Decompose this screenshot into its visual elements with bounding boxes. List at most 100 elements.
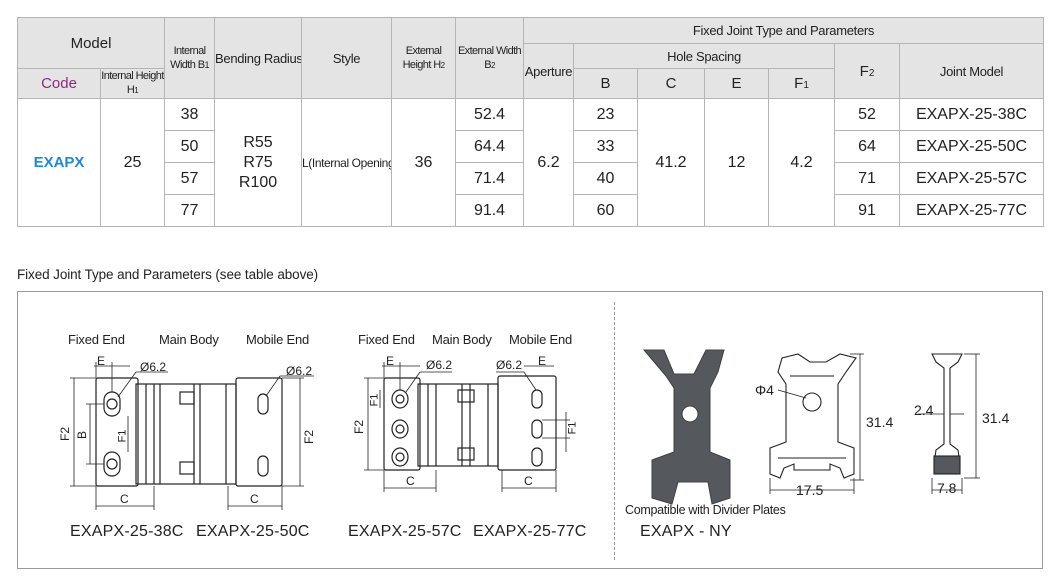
code-cell: EXAPX [17,98,101,227]
main-body-tab-top [179,391,195,405]
external-width-cell: 52.4 [455,98,525,131]
mobile-end-plate [235,377,283,487]
table-row: 50 64.4 33 64 EXAPX-25-50C [18,130,1045,163]
header-internal-height: Internal Height H1 [99,68,166,99]
f2-cell: 52 [834,98,901,131]
internal-width-cell: 38 [164,98,216,131]
header-external-width: External Width B2 [455,17,525,99]
dim-c-right: C [524,474,533,488]
diagram-panel: Fixed End Main Body Mobile End [17,291,1043,569]
divider-front-hole [802,392,822,412]
dim-hole-phi4: Φ4 [755,382,774,398]
internal-width-cell: 50 [164,130,216,163]
model-label-57c: EXAPX-25-57C [348,523,462,540]
spec-table: Model Internal Width B1 Bending Radius R… [16,17,1045,227]
mobile-end-slot-top [257,393,269,415]
b-cell: 23 [573,98,639,131]
header-style: Style [301,17,393,99]
dim-e-left: E [386,354,395,368]
header-f1: F1 [768,68,836,99]
label-fixed-end: Fixed End [358,332,415,347]
external-height-cell: 36 [391,98,457,227]
fixed-end-slot [391,447,409,467]
dim-c-right: C [250,492,259,506]
header-code: Code [17,68,101,99]
table-row: EXAPX 25 38 R55 R75 R100 L(Internal Open… [17,98,1045,227]
dim-hole-left: Ø6.2 [140,360,167,374]
internal-height-cell: 25 [99,98,166,227]
dim-hole-right: Ø6.2 [286,364,313,378]
internal-width-cell: 57 [164,162,216,195]
main-body-tab-bottom [179,461,195,475]
f2-cell: 71 [834,162,901,195]
dim-thickness: 2.4 [914,402,934,418]
header-model: Model [16,17,166,69]
fixed-end-hole-bottom [106,458,118,470]
b-cell: 33 [573,130,639,163]
header-aperture: Aperture [523,43,575,99]
dim-e-right: E [538,354,547,368]
dim-c-left: C [120,492,129,506]
fixed-end-hole-top [106,398,118,410]
aperture-cell: 6.2 [523,98,575,227]
drawing-57c-77c [364,362,570,492]
header-e: E [704,68,770,99]
header-joint-model: Joint Model [899,43,1045,99]
table-row: 57 71.4 40 71 EXAPX-25-57C [18,162,1045,195]
header-internal-width-line1: Internal [173,45,206,57]
fixed-end-plate [383,377,421,471]
model-label-50c: EXAPX-25-50C [196,523,310,540]
c-cell: 41.2 [637,98,706,227]
divider-side-foot [933,455,961,475]
header-internal-width: Internal Width B1 [164,17,216,99]
divider-front-view [769,353,857,479]
model-label-38c: EXAPX-25-38C [70,523,184,540]
divider-plate-hole [681,405,699,423]
model-label-ny: EXAPX - NY [640,523,732,540]
external-width-cell: 71.4 [455,162,525,195]
divider-plate-photo [642,349,731,505]
bending-radius-value: R100 [238,173,278,191]
label-mobile-end: Mobile End [509,332,573,347]
b-cell: 40 [573,162,639,195]
model-label-77c: EXAPX-25-77C [473,523,587,540]
header-c: C [637,68,706,99]
e-cell: 12 [704,98,770,227]
external-width-cell: 64.4 [455,130,525,163]
divider-side-view [931,353,963,465]
panel-divider [614,302,615,560]
f2-cell: 91 [834,194,901,227]
table-row: 77 91.4 60 91 EXAPX-25-77C [18,194,1045,227]
joint-model-cell: EXAPX-25-38C [899,98,1045,131]
header-internal-width-line2: Width B1 [170,59,209,71]
header-hole-spacing: Hole Spacing [573,43,836,69]
joint-model-cell: EXAPX-25-57C [899,162,1045,195]
dim-width-side: 7.8 [937,480,957,496]
dim-height-side: 31.4 [982,410,1010,426]
compatible-note: Compatible with Divider Plates [625,503,786,517]
joint-model-cell: EXAPX-25-50C [899,130,1045,163]
bending-radius-value: R55 [243,133,273,151]
dim-hole-left: Ø6.2 [426,358,453,372]
b-cell: 60 [573,194,639,227]
fixed-end-plate [95,377,139,487]
label-main-body: Main Body [159,332,219,347]
section-title: Fixed Joint Type and Parameters (see tab… [17,267,319,282]
dim-e-left: E [97,354,106,368]
f2-cell: 64 [834,130,901,163]
label-main-body: Main Body [432,332,492,347]
bending-radius-value: R75 [243,153,273,171]
header-external-height: External Height H2 [391,17,457,99]
f1-cell: 4.2 [768,98,836,227]
style-cell: L(Internal Opening) [301,98,393,227]
label-fixed-end: Fixed End [68,332,125,347]
header-bending-radius: Bending Radius R [214,17,303,99]
drawing-38c-50c [70,362,314,510]
header-fixed-joint: Fixed Joint Type and Parameters [523,17,1045,44]
external-width-cell: 91.4 [455,194,525,227]
label-mobile-end: Mobile End [246,332,310,347]
header-f2: F2 [834,43,901,99]
drawing-divider-plate [642,349,980,505]
header-b: B [573,68,639,99]
dim-width-front: 17.5 [796,482,824,498]
